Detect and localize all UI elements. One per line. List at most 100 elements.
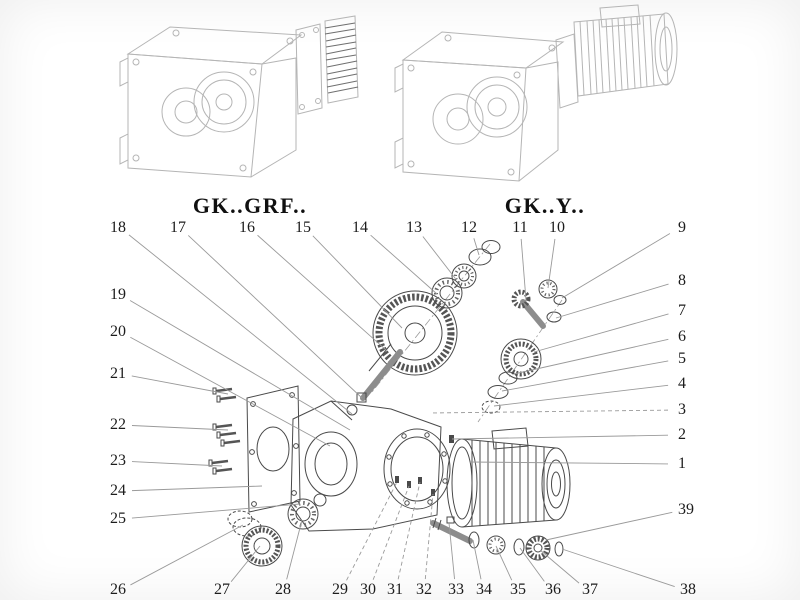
callout-15: 15 <box>295 219 311 236</box>
mounting-flange-plate <box>246 385 301 513</box>
model-title-grf: GK..GRF.. <box>192 193 308 218</box>
leader-line-15 <box>312 235 403 329</box>
leader-line-18 <box>128 234 353 415</box>
upper-bearing-pair <box>431 263 477 309</box>
leader-line-29 <box>346 481 398 581</box>
leader-line-38 <box>561 548 675 588</box>
callout-36: 36 <box>545 581 561 598</box>
retaining-rings-top <box>468 240 501 266</box>
callout-19: 19 <box>110 286 126 303</box>
callout-12: 12 <box>461 219 477 236</box>
leader-line-21 <box>131 375 229 395</box>
leader-line-36 <box>519 547 545 582</box>
callout-24: 24 <box>110 482 126 499</box>
callout-7: 7 <box>678 302 686 319</box>
leader-line-33 <box>448 522 455 580</box>
flange-screws <box>208 387 241 475</box>
callout-17: 17 <box>170 219 186 236</box>
callout-6: 6 <box>678 328 686 345</box>
callout-14: 14 <box>352 219 368 236</box>
callout-20: 20 <box>110 323 126 340</box>
callout-31: 31 <box>387 581 403 598</box>
callout-5: 5 <box>678 350 686 367</box>
input-pinion-shaft <box>511 279 567 329</box>
leader-line-6 <box>513 338 669 375</box>
shim-rings-and-gear <box>227 510 283 567</box>
assembled-view-grf-drawing <box>119 15 359 178</box>
leader-line-19 <box>129 300 351 431</box>
leader-line-37 <box>539 549 580 584</box>
callout-32: 32 <box>416 581 432 598</box>
leader-line-14 <box>370 234 438 295</box>
callout-16: 16 <box>239 219 255 236</box>
output-shaft-assembly <box>430 516 564 561</box>
axis-line-main-shaft <box>371 243 491 393</box>
leader-line-17 <box>187 235 363 399</box>
leader-line-10 <box>547 238 556 289</box>
leader-line-11 <box>520 238 527 301</box>
model-title-y: GK..Y.. <box>504 193 586 218</box>
leader-line-8 <box>555 283 669 319</box>
callout-4: 4 <box>678 375 686 392</box>
leader-line-31 <box>397 481 421 580</box>
callout-1: 1 <box>678 455 686 472</box>
leader-line-5 <box>501 360 669 392</box>
gear-housing <box>290 400 451 532</box>
assembled-view-y-drawing <box>394 4 678 182</box>
callout-13: 13 <box>406 219 422 236</box>
callout-2: 2 <box>678 426 686 443</box>
callout-27: 27 <box>214 581 230 598</box>
leader-line-7 <box>533 313 669 353</box>
callout-34: 34 <box>476 581 492 598</box>
motor-body-fins <box>573 4 678 97</box>
leader-line-32 <box>424 493 434 580</box>
leader-line-1 <box>469 461 669 465</box>
motor <box>446 427 571 528</box>
leader-line-23 <box>131 461 223 467</box>
callout-3: 3 <box>678 401 686 418</box>
leader-line-13 <box>422 236 456 279</box>
leader-line-25 <box>131 503 301 519</box>
callout-33: 33 <box>448 581 464 598</box>
callout-21: 21 <box>110 365 126 382</box>
callout-37: 37 <box>582 581 598 598</box>
callout-35: 35 <box>510 581 526 598</box>
callout-25: 25 <box>110 510 126 527</box>
leader-line-28 <box>286 519 303 580</box>
axis-line-input-shaft <box>477 299 563 423</box>
callout-18: 18 <box>110 219 126 236</box>
input-gear-and-rings <box>481 338 542 414</box>
leader-line-27 <box>230 545 261 582</box>
callout-22: 22 <box>110 416 126 433</box>
exploded-view-drawing <box>208 240 571 567</box>
leader-line-24 <box>131 485 263 492</box>
callout-28: 28 <box>275 581 291 598</box>
leader-line-4 <box>493 384 669 407</box>
callout-23: 23 <box>110 452 126 469</box>
leader-line-34 <box>472 539 482 580</box>
leader-line-2 <box>451 434 669 440</box>
output-gear <box>372 290 458 376</box>
leader-line-35 <box>495 545 513 581</box>
leader-line-20 <box>130 336 331 447</box>
leader-line-16 <box>257 234 387 351</box>
leader-line-26 <box>130 524 244 586</box>
leader-line-30 <box>372 485 410 580</box>
leader-line-39 <box>545 511 673 541</box>
leader-line-9 <box>561 233 671 299</box>
leader-line-3 <box>429 409 669 414</box>
callout-39: 39 <box>678 501 694 518</box>
callout-8: 8 <box>678 272 686 289</box>
callout-38: 38 <box>680 581 696 598</box>
callout-29: 29 <box>332 581 348 598</box>
leader-line-12 <box>473 238 480 256</box>
leader-line-22 <box>131 425 229 431</box>
callout-9: 9 <box>678 219 686 236</box>
gear-shaft <box>356 343 403 403</box>
callout-30: 30 <box>360 581 376 598</box>
callout-11: 11 <box>512 219 528 236</box>
brake-cover-hatched <box>324 15 359 104</box>
callout-10: 10 <box>549 219 565 236</box>
